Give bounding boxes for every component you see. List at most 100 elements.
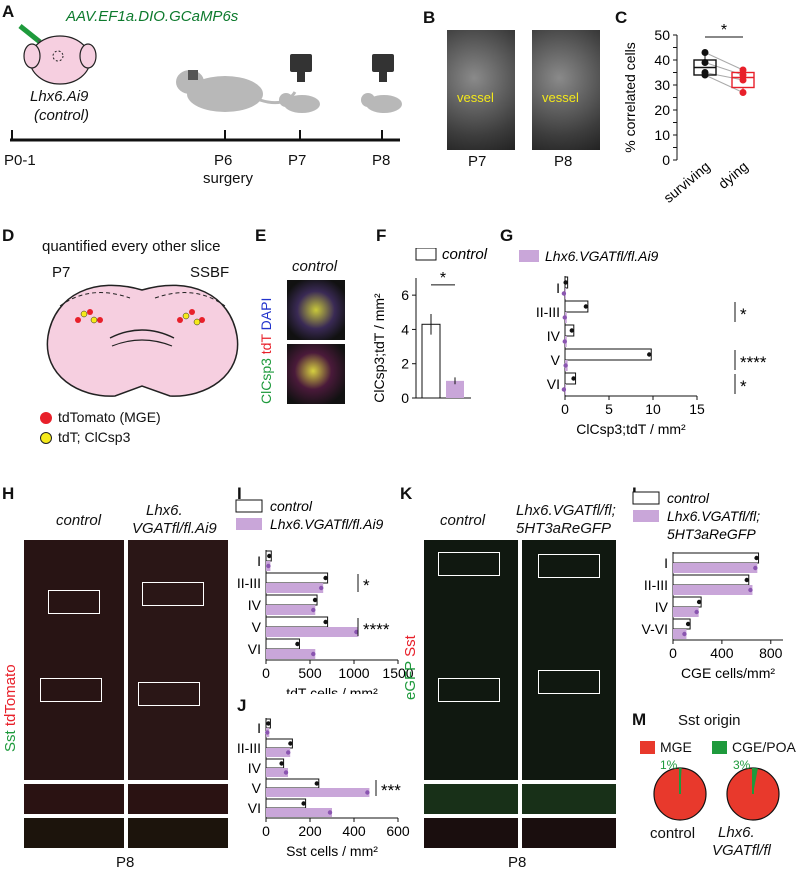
category-label: II-III: [644, 577, 668, 593]
panel-h-ylabel: Sst tdTomato: [2, 664, 19, 752]
stain-dapi: DAPI: [258, 297, 274, 331]
panel-label-h: H: [2, 484, 15, 503]
category-label: V: [252, 780, 262, 796]
pair-line: [704, 74, 744, 93]
panel-k-age: P8: [508, 854, 527, 871]
data-point: [288, 741, 293, 746]
vessel-label-p7: vessel: [457, 90, 494, 105]
panel-h-col2b: VGATfl/fl.Ai9: [132, 520, 217, 537]
legend-swatch-control: [632, 491, 660, 505]
panel-label-m: M: [632, 710, 647, 729]
tick-label-x: 800: [759, 645, 783, 661]
vessel-label-p8: vessel: [542, 90, 579, 105]
data-point: [739, 89, 747, 96]
pair-line: [704, 52, 744, 71]
legend-control: control: [667, 490, 710, 506]
bar-control: [672, 552, 760, 564]
category-label: V: [252, 619, 262, 635]
histology-h-control: [24, 540, 124, 780]
category-label: I: [257, 553, 261, 569]
panel-label-d: D: [2, 226, 15, 245]
axis-label-y: % correlated cells: [622, 42, 638, 153]
brain-section-diagram: [46, 284, 239, 397]
data-point: [561, 387, 567, 392]
tick-label-y: 40: [654, 52, 670, 68]
tick-label-x: 200: [298, 823, 322, 839]
data-point: [562, 315, 567, 320]
legend-mutant: Lhx6.VGATfl/fl.Ai9: [270, 516, 384, 532]
axis-label-x: CGE cells/mm²: [681, 665, 775, 681]
data-point: [266, 721, 271, 726]
category-label: IV: [547, 328, 561, 344]
bar-mutant: [673, 607, 699, 617]
sig-star: *: [740, 305, 747, 324]
tick-label-y: 10: [654, 127, 670, 143]
category-label: II-III: [536, 304, 560, 320]
image-p8-label: P8: [554, 153, 573, 170]
legend-cge: CGE/POA: [732, 739, 796, 755]
microscope-icon-p8: [361, 54, 402, 113]
bar-mutant: [673, 585, 753, 595]
sig-star: *: [440, 270, 446, 287]
category-label: V: [551, 352, 561, 368]
data-point: [283, 770, 289, 775]
tick-label-x: 0: [561, 401, 569, 417]
data-point: [561, 291, 567, 296]
legend-swatch-mutant: [236, 518, 262, 530]
panel-label-g: G: [500, 226, 514, 245]
data-point: [682, 631, 687, 637]
category-label: IV: [248, 760, 262, 776]
tick-label-x: 15: [689, 401, 705, 417]
data-point: [583, 304, 589, 309]
data-point: [323, 575, 328, 581]
axis-label-x: Sst cells / mm²: [286, 843, 378, 858]
data-point: [286, 750, 291, 755]
histology-h-mutant: [128, 540, 228, 780]
panel-m-title: Sst origin: [678, 712, 741, 729]
tick-label-y: 2: [401, 356, 409, 372]
bar-control: [265, 572, 329, 584]
yellow-dots-left: [80, 310, 98, 324]
data-point: [694, 609, 699, 615]
data-point: [301, 801, 306, 806]
legend-swatch-mutant: [633, 510, 659, 522]
category-label: II-III: [237, 575, 261, 591]
red-dots-right: [177, 309, 205, 323]
data-point: [265, 730, 270, 735]
data-point: [311, 651, 316, 657]
data-point: [563, 363, 568, 368]
sig-star: *: [721, 22, 727, 39]
data-point: [685, 621, 691, 627]
panel-k-ylabel: eGFP Sst: [402, 635, 419, 700]
category-label: I: [556, 280, 560, 296]
category-label: II-III: [237, 740, 261, 756]
data-point: [753, 565, 758, 571]
bar-mutant: [266, 605, 316, 615]
microscope-icon-p7: [279, 54, 320, 113]
histology-k-inset1: [424, 784, 518, 814]
image-e-bottom: [287, 344, 345, 404]
legend-control: control: [270, 498, 313, 514]
data-point: [295, 641, 300, 647]
bar-control: [265, 638, 300, 650]
tick-label-x: 5: [605, 401, 613, 417]
timepoint-p7: P7: [288, 152, 307, 169]
tick-label-x: 600: [386, 823, 410, 839]
panel-label-k: K: [400, 484, 413, 503]
tick-label-y: 0: [401, 390, 409, 406]
histology-k-inset3: [424, 818, 518, 848]
bar-control: [564, 348, 652, 361]
bar-control: [265, 616, 329, 628]
tick-label-x: 0: [262, 665, 270, 681]
histology-h-inset3: [24, 818, 124, 848]
legend-red-dot: [40, 412, 52, 424]
histology-h-inset2: [128, 784, 228, 814]
image-p7-label: P7: [468, 153, 487, 170]
data-point: [748, 587, 753, 593]
sig-star: ****: [363, 620, 390, 639]
sig-star: ****: [740, 353, 767, 372]
